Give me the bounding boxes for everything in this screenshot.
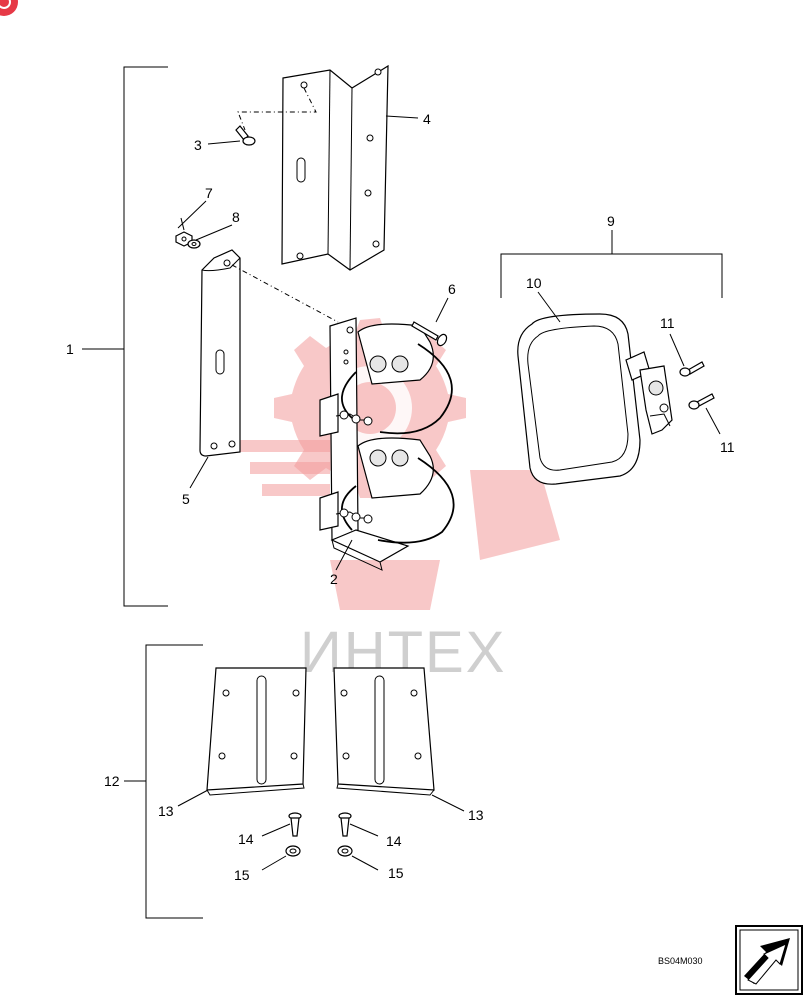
part-11-screw-lower[interactable]: [688, 393, 715, 410]
callout-13-left: 13: [158, 803, 174, 819]
callout-15-left: 15: [234, 867, 250, 883]
callout-5: 5: [182, 491, 190, 507]
part-3-screw[interactable]: [235, 125, 256, 146]
leader-lines: [177, 115, 721, 871]
part-2-holder[interactable]: [319, 317, 455, 571]
assembly-12-bracket: [124, 644, 203, 919]
part-13-plate-left[interactable]: [206, 667, 307, 796]
part-13-plate-right[interactable]: [333, 667, 435, 796]
callout-10: 10: [526, 275, 542, 291]
callout-12: 12: [104, 773, 120, 789]
red-circle-badge-icon[interactable]: [0, 0, 18, 16]
part-5-plate[interactable]: [199, 249, 241, 457]
callout-6: 6: [448, 281, 456, 297]
callout-1: 1: [66, 341, 74, 357]
callout-2: 2: [330, 571, 338, 587]
part-14-screw-left[interactable]: [288, 812, 302, 837]
callout-4: 4: [423, 111, 431, 127]
callout-8: 8: [232, 209, 240, 225]
part-15-washer-left[interactable]: [285, 845, 301, 857]
callout-13-right: 13: [468, 807, 484, 823]
part-15-washer-right[interactable]: [337, 845, 353, 857]
callout-11-upper: 11: [660, 315, 675, 331]
callout-3: 3: [194, 137, 202, 153]
callout-7: 7: [205, 185, 213, 201]
callout-11-lower: 11: [720, 439, 735, 455]
callout-14-right: 14: [386, 833, 402, 849]
assembly-9-bracket: [500, 230, 723, 298]
drawing-code: BS04M030: [658, 956, 703, 966]
part-4-angle-bracket[interactable]: [281, 64, 389, 271]
assembly-1-bracket: [82, 66, 168, 607]
part-6-bolt[interactable]: [411, 321, 448, 347]
callout-14-left: 14: [238, 831, 254, 847]
callout-15-right: 15: [388, 865, 404, 881]
part-8-washer[interactable]: [187, 239, 201, 249]
part-14-screw-right[interactable]: [338, 812, 352, 837]
part-10-mirror[interactable]: [517, 313, 673, 485]
callout-9: 9: [607, 213, 615, 229]
arrow-box-icon[interactable]: [735, 925, 803, 995]
part-11-screw-upper[interactable]: [679, 361, 705, 377]
